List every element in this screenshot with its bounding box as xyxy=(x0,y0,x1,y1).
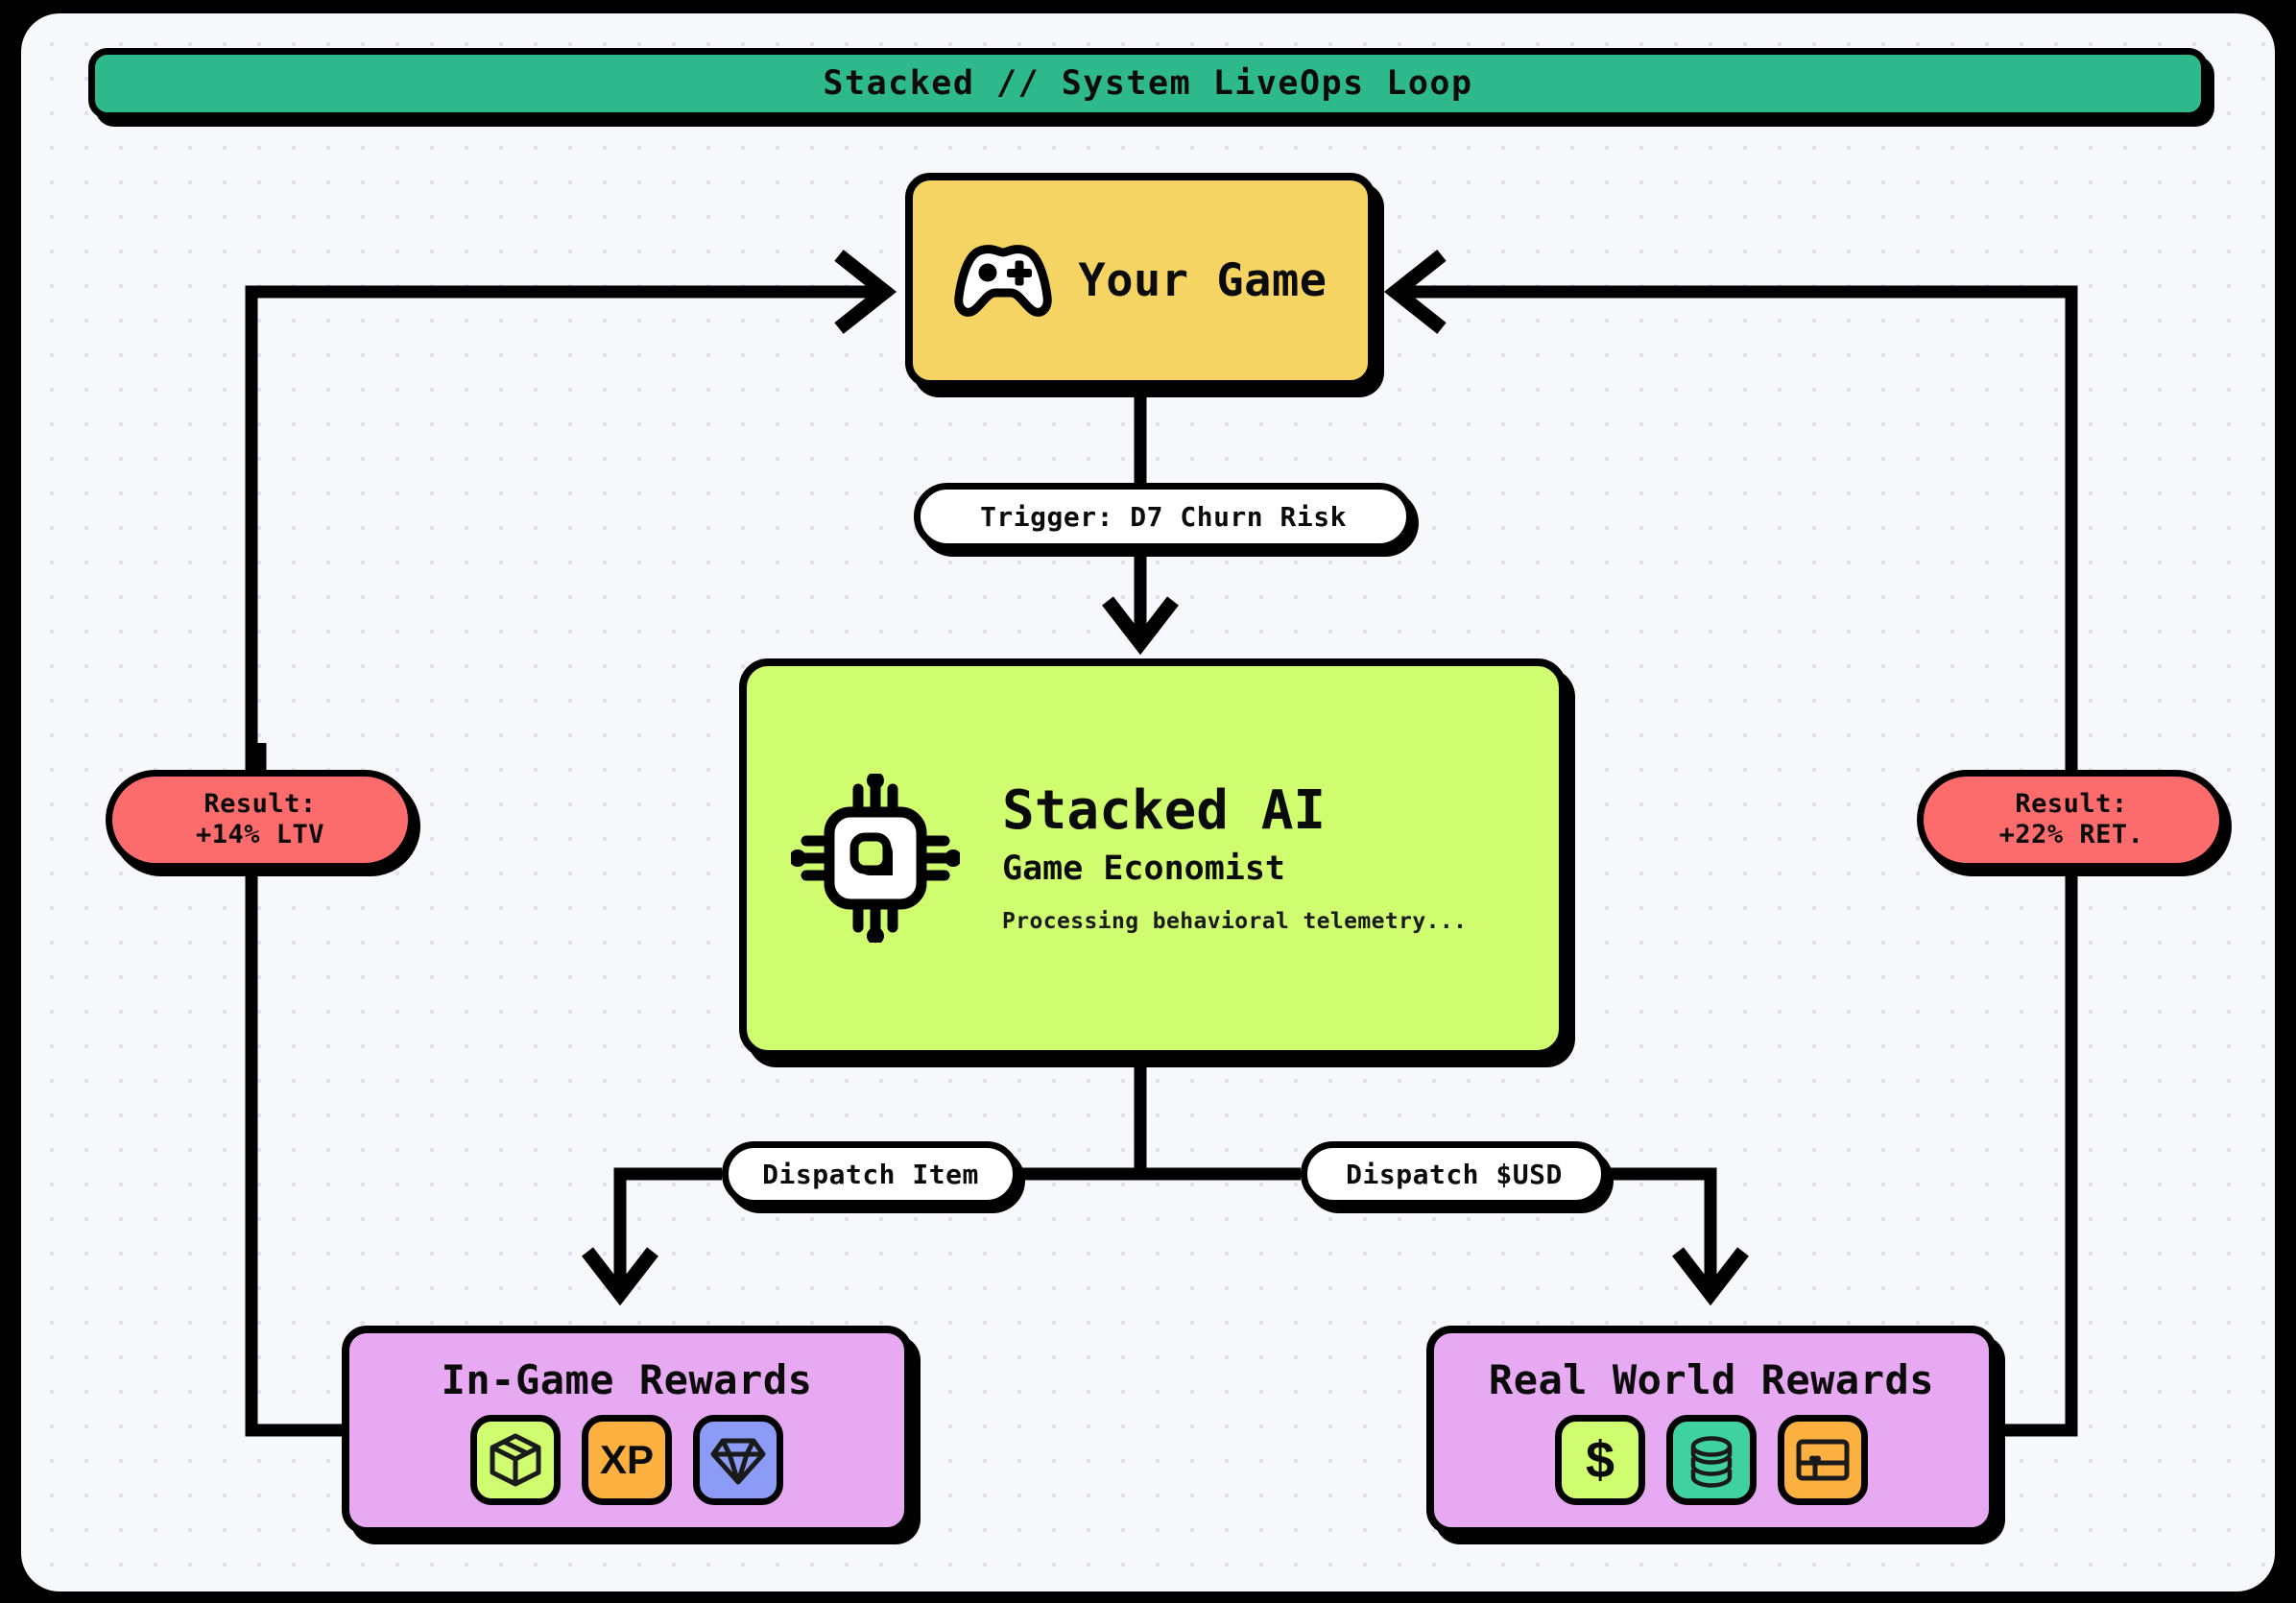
result-badge-right-line2: +22% RET. xyxy=(1998,820,2144,849)
coin-stack-icon xyxy=(1690,1435,1733,1488)
in-game-reward-tiles: XP xyxy=(470,1414,783,1505)
node-your-game[interactable]: Your Game xyxy=(905,173,1375,388)
wire-item-to-ingame xyxy=(613,1167,722,1285)
real-world-reward-tiles: $ xyxy=(1555,1414,1868,1505)
edge-label-trigger: Trigger: D7 Churn Risk xyxy=(914,483,1413,550)
gem-icon xyxy=(710,1438,766,1484)
edge-label-dispatch-usd: Dispatch $USD xyxy=(1301,1141,1608,1207)
xp-icon: XP xyxy=(599,1436,655,1482)
node-real-world-rewards-title: Real World Rewards xyxy=(1488,1355,1935,1403)
loot-box-icon xyxy=(490,1433,541,1486)
diagram-canvas: Stacked // System LiveOps Loop xyxy=(21,13,2275,1591)
edge-label-dispatch-usd-text: Dispatch $USD xyxy=(1346,1158,1563,1190)
result-badge-right: Result: +22% RET. xyxy=(1917,770,2226,870)
node-in-game-rewards[interactable]: In-Game Rewards XP xyxy=(342,1326,912,1535)
loot-box-tile[interactable] xyxy=(470,1414,561,1505)
edge-label-dispatch-item: Dispatch Item xyxy=(722,1141,1019,1207)
node-in-game-rewards-title: In-Game Rewards xyxy=(441,1355,813,1403)
coin-stack-tile[interactable] xyxy=(1666,1414,1757,1505)
cpu-chip-icon xyxy=(791,774,960,943)
result-badge-left-line2: +14% LTV xyxy=(195,820,325,849)
node-stacked-ai[interactable]: Stacked AI Game Economist Processing beh… xyxy=(739,658,1567,1058)
node-stacked-ai-title: Stacked AI xyxy=(1002,778,1327,842)
arrowhead-feedback-left xyxy=(834,250,897,334)
node-stacked-ai-text: Stacked AI Game Economist Processing beh… xyxy=(1002,778,1468,935)
edge-label-trigger-text: Trigger: D7 Churn Risk xyxy=(980,500,1347,533)
gem-tile[interactable] xyxy=(693,1414,783,1505)
node-real-world-rewards[interactable]: Real World Rewards $ xyxy=(1426,1326,1997,1535)
result-badge-left-line1: Result: xyxy=(203,789,317,820)
gift-card-tile[interactable] xyxy=(1778,1414,1868,1505)
node-stacked-ai-subtitle: Game Economist xyxy=(1002,849,1286,889)
node-stacked-ai-status: Processing behavioral telemetry... xyxy=(1002,909,1468,935)
arrowhead-to-realworld xyxy=(1672,1247,1749,1306)
arrowhead-to-ai xyxy=(1102,596,1179,656)
result-badge-right-line1: Result: xyxy=(2015,789,2128,820)
arrowhead-to-ingame xyxy=(582,1247,658,1306)
node-your-game-label: Your Game xyxy=(1078,253,1327,307)
header-banner: Stacked // System LiveOps Loop xyxy=(88,48,2208,119)
gamepad-icon xyxy=(953,243,1053,318)
dollar-icon: $ xyxy=(1585,1430,1615,1489)
arrowhead-feedback-right xyxy=(1383,250,1447,334)
result-badge-left: Result: +14% LTV xyxy=(106,770,415,870)
dollar-tile[interactable]: $ xyxy=(1555,1414,1645,1505)
wire-usd-to-realworld xyxy=(1608,1167,1717,1285)
edge-label-dispatch-item-text: Dispatch Item xyxy=(762,1158,979,1190)
gift-card-icon xyxy=(1796,1439,1850,1480)
page-title: Stacked // System LiveOps Loop xyxy=(823,64,1473,103)
xp-tile[interactable]: XP xyxy=(582,1414,672,1505)
